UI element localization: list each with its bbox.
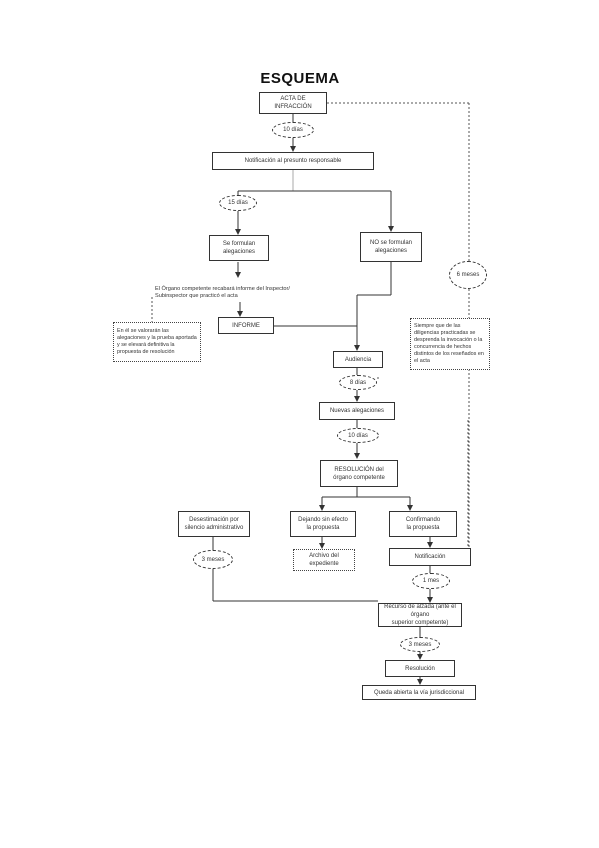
node-nota-informe: En él se valorarán las alegaciones y la … — [113, 322, 201, 362]
node-organo-informe: El Órgano competente recabará informe de… — [155, 286, 290, 299]
node-recurso-alzada: Recurso de alzada (ante el órgano superi… — [378, 603, 462, 627]
node-acta-infraccion: ACTA DE INFRACCIÓN — [259, 92, 327, 114]
diagram-title: ESQUEMA — [260, 70, 340, 87]
node-desestimacion-silencio: Desestimación por silencio administrativ… — [178, 511, 250, 537]
node-no-se-formulan: NO se formulan alegaciones — [360, 232, 422, 262]
node-audiencia: Audiencia — [333, 351, 383, 368]
node-via-jurisdiccional: Queda abierta la vía jurisdiccional — [362, 685, 476, 700]
node-resolucion-organo: RESOLUCIÓN del órgano competente — [320, 460, 398, 487]
node-10-dias-b: 10 días — [337, 428, 379, 443]
node-confirmando: Confirmando la propuesta — [389, 511, 457, 537]
node-8-dias: 8 días — [339, 375, 377, 390]
node-nota-diligencias: Siempre que de las diligencias practicad… — [410, 318, 490, 370]
node-nuevas-alegaciones: Nuevas alegaciones — [319, 402, 395, 420]
node-dejando-sin-efecto: Dejando sin efecto la propuesta — [290, 511, 356, 537]
node-se-formulan: Se formulan alegaciones — [209, 235, 269, 261]
node-resolucion: Resolución — [385, 660, 455, 677]
node-notificacion: Notificación — [389, 548, 471, 566]
node-1-mes: 1 mes — [412, 573, 450, 589]
node-3-meses-b: 3 meses — [400, 637, 440, 652]
node-15-dias: 15 días — [219, 195, 257, 211]
node-archivo-expediente: Archivo del expediente — [293, 549, 355, 571]
node-notificacion-presunto: Notificación al presunto responsable — [212, 152, 374, 170]
node-3-meses-a: 3 meses — [193, 550, 233, 569]
node-10-dias-a: 10 días — [272, 122, 314, 138]
node-informe: INFORME — [218, 317, 274, 334]
node-6-meses: 6 meses — [449, 261, 487, 289]
